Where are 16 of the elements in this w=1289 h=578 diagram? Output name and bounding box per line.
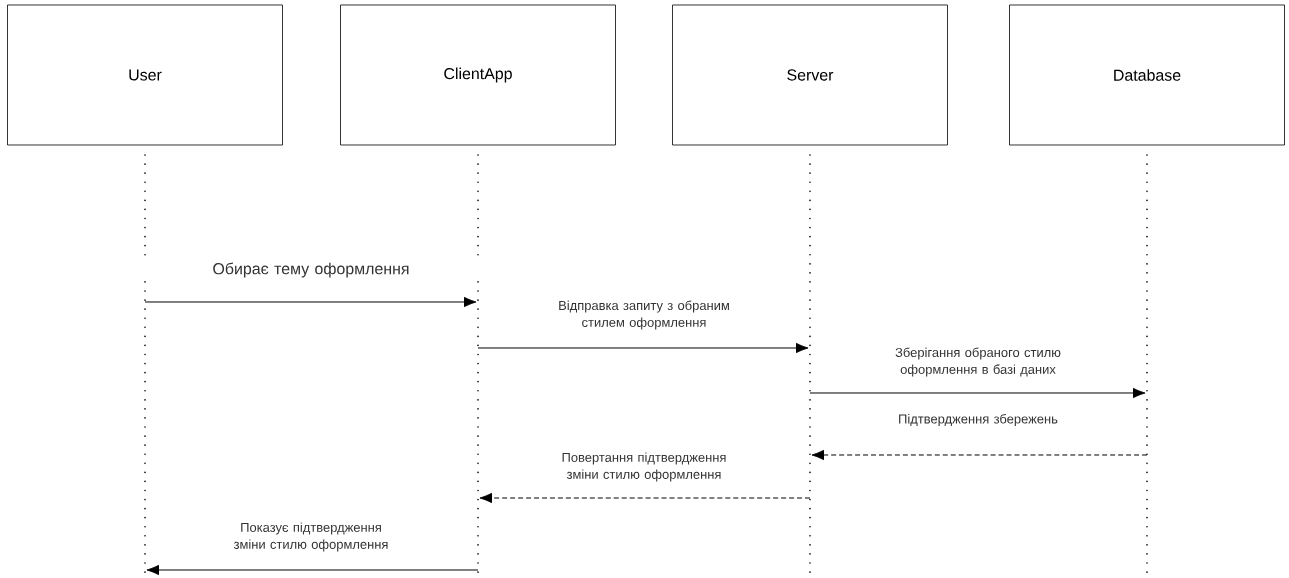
message-label: Відправка запиту з обраним стилем оформлення xyxy=(559,300,729,330)
message-arrow xyxy=(144,296,477,308)
participant-box: User xyxy=(7,4,283,146)
message-arrow xyxy=(477,342,809,354)
message-label: Підтвердження збережень xyxy=(899,413,1058,427)
message-arrow xyxy=(479,492,811,504)
message-label: Повертання підтвердження зміни стилю оформлення xyxy=(562,452,726,482)
participant-box: ClientApp xyxy=(340,4,616,146)
participant-box: Server xyxy=(672,4,948,146)
message-arrow xyxy=(809,387,1146,399)
message-label: Обирає тему оформлення xyxy=(213,262,409,278)
message-label: Показує підтвердження зміни стилю оформлення xyxy=(233,522,388,552)
message-label: Зберігання обраного стилю оформлення в базі даних xyxy=(895,347,1061,377)
message-arrow xyxy=(811,449,1148,461)
message-arrow xyxy=(146,564,479,576)
participant-box: Database xyxy=(1009,4,1285,146)
